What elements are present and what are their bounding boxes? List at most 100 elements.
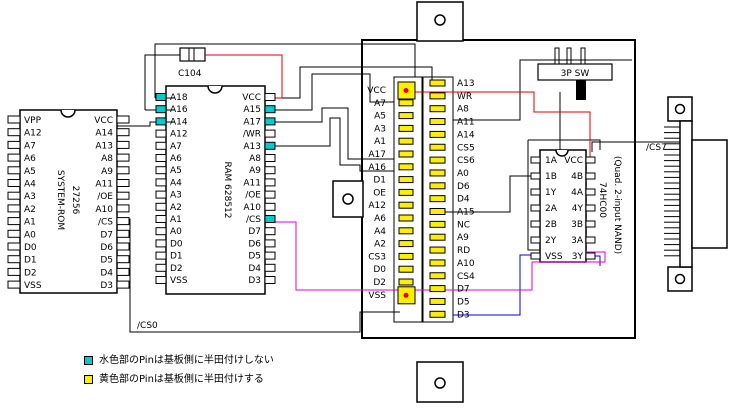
rom-left-pin-label: D1 — [24, 256, 37, 266]
rom-right-pin — [116, 115, 130, 124]
rom-right-pin-label: A9 — [101, 167, 113, 177]
rom-right-pin-label: D4 — [100, 268, 113, 278]
connector-left-label: D2 — [373, 278, 386, 288]
connector-right-label: D6 — [457, 182, 470, 192]
connector-right-label: D4 — [457, 195, 470, 205]
gate-right-pin — [585, 252, 596, 260]
ram-right-pin — [264, 117, 276, 126]
rom-left-pin — [7, 128, 21, 137]
connector-right-label: A10 — [457, 259, 475, 269]
ram-left-pin-label: D2 — [170, 264, 183, 274]
connector-right-label: RD — [457, 246, 470, 256]
connector-right-label: CS5 — [457, 143, 475, 153]
rom-left-pin-label: A6 — [24, 154, 36, 164]
connector-left-label: D1 — [373, 176, 386, 186]
ram-left-pin — [155, 117, 167, 126]
ram-left-pin — [155, 227, 167, 236]
ram-right-pin-label: A17 — [243, 117, 261, 127]
ram-right-pin — [264, 141, 276, 150]
rom-left-pin — [7, 115, 21, 124]
gate-right-pin-label: 4A — [571, 188, 584, 198]
connector-left-pin — [398, 112, 414, 120]
connector-left-pin — [398, 214, 414, 222]
ram-left-pin-label: A16 — [170, 105, 188, 115]
legend-yellow-swatch — [84, 374, 93, 384]
rom-part: 27256 — [70, 186, 80, 215]
connector-left-pin — [398, 188, 414, 196]
connector-right-pin — [429, 79, 446, 87]
connector-left-pin — [398, 150, 414, 158]
ram-left-pin-label: A14 — [170, 117, 188, 127]
ram-left-pin-label: A1 — [170, 215, 182, 225]
connector-right-label: A0 — [457, 169, 469, 179]
ram-right-pin-label: A15 — [243, 105, 261, 115]
connector-left-label: A4 — [374, 227, 386, 237]
ram-left-pin-label: A12 — [170, 130, 188, 140]
gate-part: 74HC00 — [597, 182, 607, 218]
rom-right-pin-label: /OE — [97, 192, 113, 202]
rom-right-pin — [116, 140, 130, 149]
gate-right-pin-label: 4Y — [572, 204, 584, 214]
ram-right-pin-label: A13 — [243, 142, 261, 152]
ram-left-pin-label: D1 — [170, 252, 183, 262]
ram-right-pin-label: VCC — [242, 93, 261, 103]
connector-right-label: D3 — [457, 310, 470, 320]
connector-left-pin — [398, 137, 414, 145]
ram-right-pin — [264, 276, 276, 284]
rom-right-pin — [116, 217, 130, 226]
ram-left-pin — [155, 93, 167, 101]
ram-left-pin — [155, 105, 167, 114]
ram-right-pin — [264, 227, 276, 236]
connector-right-pin — [429, 182, 446, 190]
connector-left-label: A1 — [374, 137, 386, 147]
connector-right-pin — [429, 143, 446, 151]
gate-desc: (Quad. 2-input NAND) — [612, 156, 622, 254]
ram-left-pin-label: A4 — [170, 178, 182, 188]
rom-title: SYSTEM-ROM — [55, 170, 65, 230]
rom-left-pin — [7, 280, 21, 289]
gate-left-pin-label: 2Y — [545, 236, 557, 246]
connector-left-label: A6 — [374, 214, 386, 224]
gate-right-pin — [585, 220, 596, 228]
ram-left-pin — [155, 276, 167, 284]
connector-right-label: D7 — [457, 285, 470, 295]
ram-left-pin — [155, 178, 167, 187]
capacitor-c104 — [179, 47, 206, 62]
ram-left-pin — [155, 129, 167, 138]
switch-label: 3P SW — [561, 69, 590, 79]
ram-right-pin — [264, 105, 276, 114]
rom-right-pin-label: D3 — [100, 281, 113, 291]
switch-3p — [537, 63, 613, 81]
connector-right-pin — [429, 118, 446, 126]
connector-left-pin — [398, 227, 414, 235]
connector-right-label: D5 — [457, 297, 470, 307]
ram-left-pin — [155, 202, 167, 211]
rom-left-pin — [7, 191, 21, 200]
connector-right-pin — [429, 208, 446, 215]
ram-right-pin-label: A11 — [243, 178, 261, 188]
connector-right-pin — [429, 310, 446, 318]
gate-left-pin-label: 1A — [545, 156, 558, 166]
gate-left-pin-label: 1Y — [545, 188, 557, 198]
connector-left-label: CS3 — [368, 252, 386, 262]
ram-right-pin — [264, 93, 276, 101]
switch-lever — [576, 80, 586, 100]
ram-right-pin-label: /OE — [245, 191, 261, 201]
connector-right-pin — [429, 297, 446, 305]
connector-right-pin — [429, 195, 446, 203]
rom-left-pin-label: A3 — [24, 192, 36, 202]
dsub-upper-hole-icon — [674, 103, 686, 115]
rom-right-pin-label: /CS — [98, 218, 113, 228]
rom-chip-body — [19, 109, 118, 294]
gate-right-pin — [585, 172, 596, 180]
connector-left-label: A7 — [374, 99, 386, 109]
connector-right-pin — [429, 220, 446, 228]
gate-right-pin — [585, 204, 596, 212]
rom-right-pin-label: A13 — [95, 141, 113, 151]
connector-power-pad-dot — [403, 292, 409, 298]
connector-right-pin — [429, 169, 446, 177]
connector-right-label: WR — [457, 92, 472, 102]
connector-left-label: A16 — [368, 163, 386, 173]
rom-right-pin-label: A14 — [95, 129, 113, 139]
connector-power-pad-dot — [403, 88, 409, 93]
